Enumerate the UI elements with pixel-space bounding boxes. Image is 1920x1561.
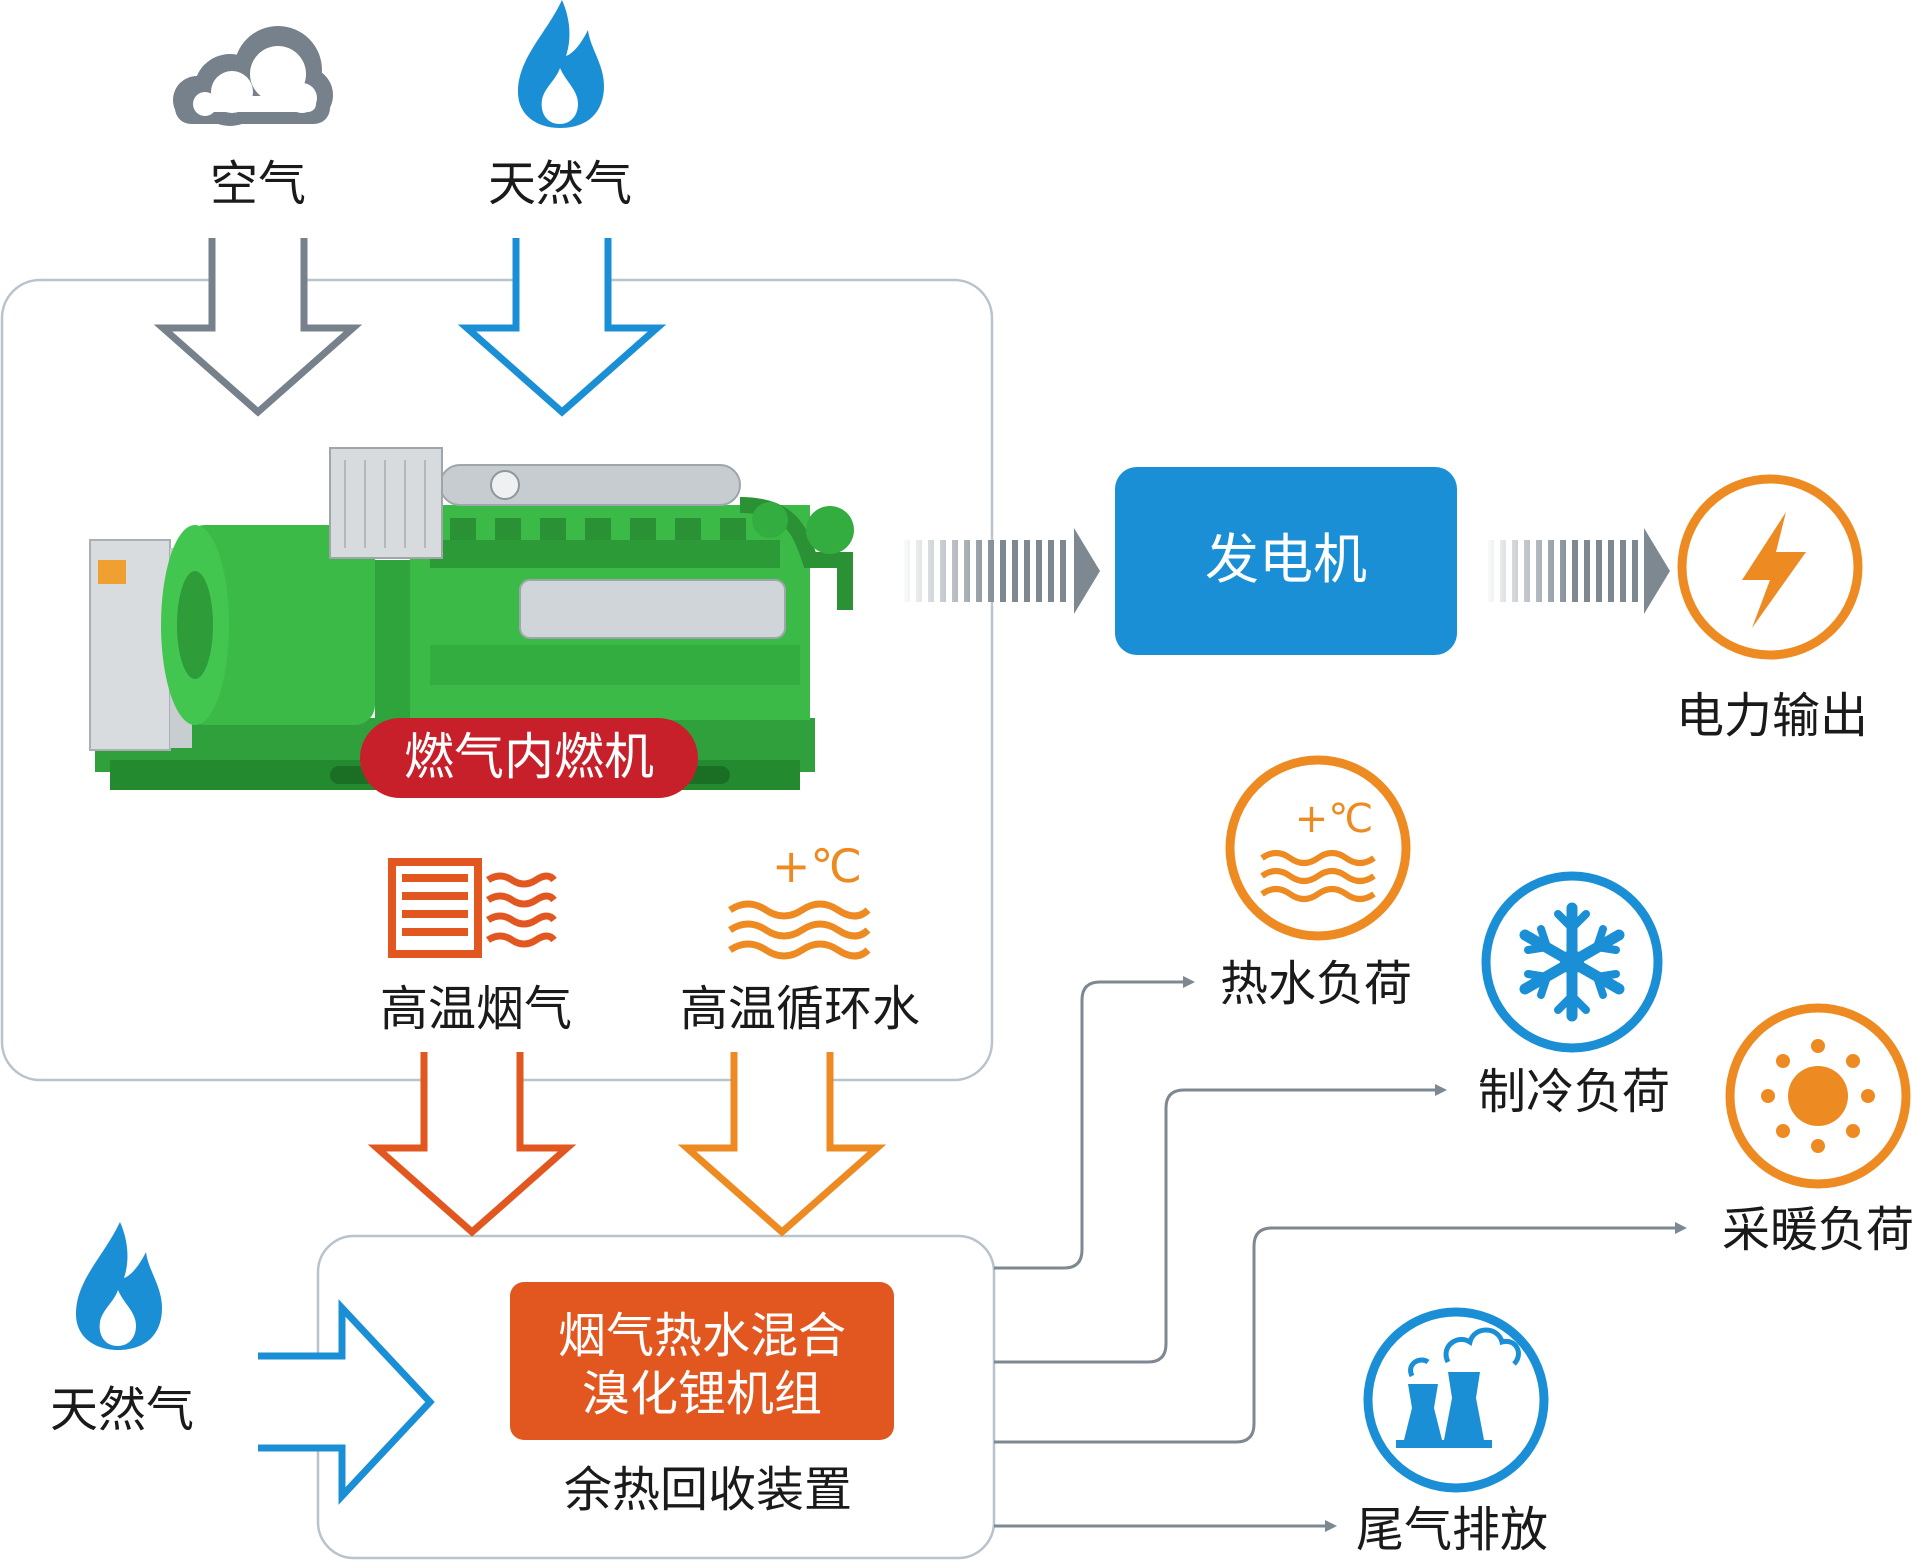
snowflake-icon bbox=[1481, 871, 1663, 1053]
air-input-arrow bbox=[153, 238, 363, 417]
hot-water-load-label: 热水负荷 bbox=[1220, 956, 1412, 1012]
exhaust-label: 高温烟气 bbox=[380, 981, 572, 1037]
hot-water-load-icon: +℃ bbox=[1225, 755, 1411, 941]
engine-label-badge: 燃气内燃机 bbox=[360, 718, 698, 798]
exhaust-heat-icon bbox=[388, 858, 557, 958]
exhaust-down-arrow bbox=[367, 1052, 577, 1237]
heating-load-label: 采暖负荷 bbox=[1722, 1202, 1914, 1258]
hot-water-label: 高温循环水 bbox=[680, 981, 920, 1037]
engine-label: 燃气内燃机 bbox=[404, 728, 654, 786]
recovery-device-label: 余热回收装置 bbox=[564, 1462, 852, 1518]
generator-label: 发电机 bbox=[1205, 528, 1367, 591]
gas-to-recovery-arrow bbox=[258, 1299, 435, 1505]
natural-gas-bottom-label: 天然气 bbox=[50, 1382, 194, 1438]
recovery-unit-line2: 溴化锂机组 bbox=[582, 1366, 822, 1422]
engine-to-generator-arrow bbox=[900, 528, 1100, 614]
hot-water-load-temp: +℃ bbox=[1295, 796, 1373, 842]
cooling-load-label: 制冷负荷 bbox=[1478, 1064, 1670, 1120]
generator-box bbox=[1115, 467, 1457, 655]
hot-water-icon: +℃ bbox=[728, 839, 871, 960]
generator-to-power-arrow bbox=[1484, 528, 1670, 614]
power-output-label: 电力输出 bbox=[1676, 688, 1868, 744]
flame-icon-top bbox=[518, 0, 604, 128]
connector-cooling bbox=[994, 1084, 1447, 1364]
hot-water-temp-symbol: +℃ bbox=[772, 839, 862, 893]
cloud-icon-cutout bbox=[193, 46, 317, 116]
cooling-tower-icon bbox=[1363, 1307, 1549, 1493]
lithium-bromide-unit-box bbox=[510, 1282, 894, 1440]
lightning-icon bbox=[1677, 474, 1863, 660]
air-label: 空气 bbox=[210, 156, 306, 212]
sun-icon bbox=[1725, 1003, 1911, 1189]
natural-gas-top-label: 天然气 bbox=[488, 156, 632, 212]
hot-water-down-arrow bbox=[677, 1052, 887, 1237]
connector-hot-water bbox=[994, 976, 1195, 1270]
connector-heating bbox=[994, 1222, 1687, 1444]
exhaust-emission-label: 尾气排放 bbox=[1356, 1502, 1548, 1558]
gas-input-arrow bbox=[457, 238, 667, 417]
recovery-unit-line1: 烟气热水混合 bbox=[558, 1308, 846, 1364]
flame-icon-bottom bbox=[76, 1222, 162, 1350]
